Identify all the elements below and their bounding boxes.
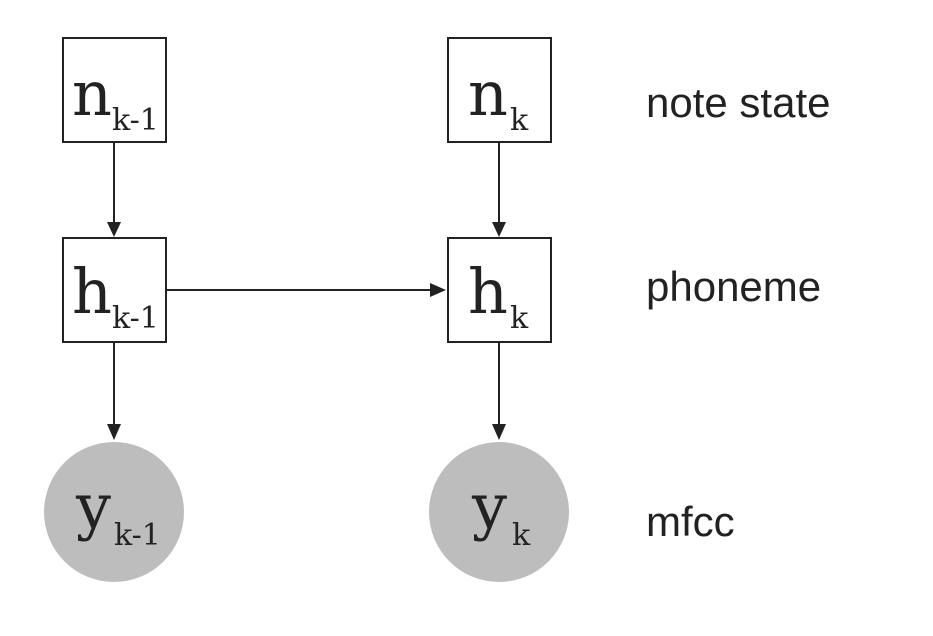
row-label-note-state: note state — [646, 79, 830, 126]
edge-h-prev-to-y-prev — [107, 342, 121, 440]
node-n-prev-main: n — [72, 57, 112, 130]
edge-h-curr-to-y-curr — [492, 342, 506, 440]
node-y-curr: y k — [429, 442, 569, 582]
edge-n-prev-to-h-prev — [107, 142, 121, 237]
node-n-prev-sub: k-1 — [112, 103, 159, 138]
node-h-prev: h k-1 — [62, 237, 167, 343]
node-h-curr-main: h — [468, 255, 508, 328]
node-y-curr-sub: k — [512, 518, 531, 553]
node-n-prev: n k-1 — [62, 37, 167, 143]
edge-h-prev-to-h-curr — [166, 283, 446, 297]
row-label-mfcc: mfcc — [646, 498, 735, 545]
node-y-prev-sub: k-1 — [114, 518, 161, 553]
row-label-phoneme: phoneme — [646, 263, 821, 310]
edge-n-curr-to-h-curr — [492, 142, 506, 237]
node-y-curr-main: y — [471, 470, 507, 543]
node-h-curr-sub: k — [510, 301, 529, 336]
node-n-curr-main: n — [468, 57, 508, 130]
node-y-prev-main: y — [75, 470, 111, 543]
node-h-prev-main: h — [72, 255, 112, 328]
node-n-curr: n k — [447, 37, 552, 143]
node-h-prev-sub: k-1 — [112, 301, 159, 336]
node-h-curr: h k — [447, 237, 552, 343]
node-y-prev: y k-1 — [44, 442, 184, 582]
node-n-curr-sub: k — [510, 103, 529, 138]
